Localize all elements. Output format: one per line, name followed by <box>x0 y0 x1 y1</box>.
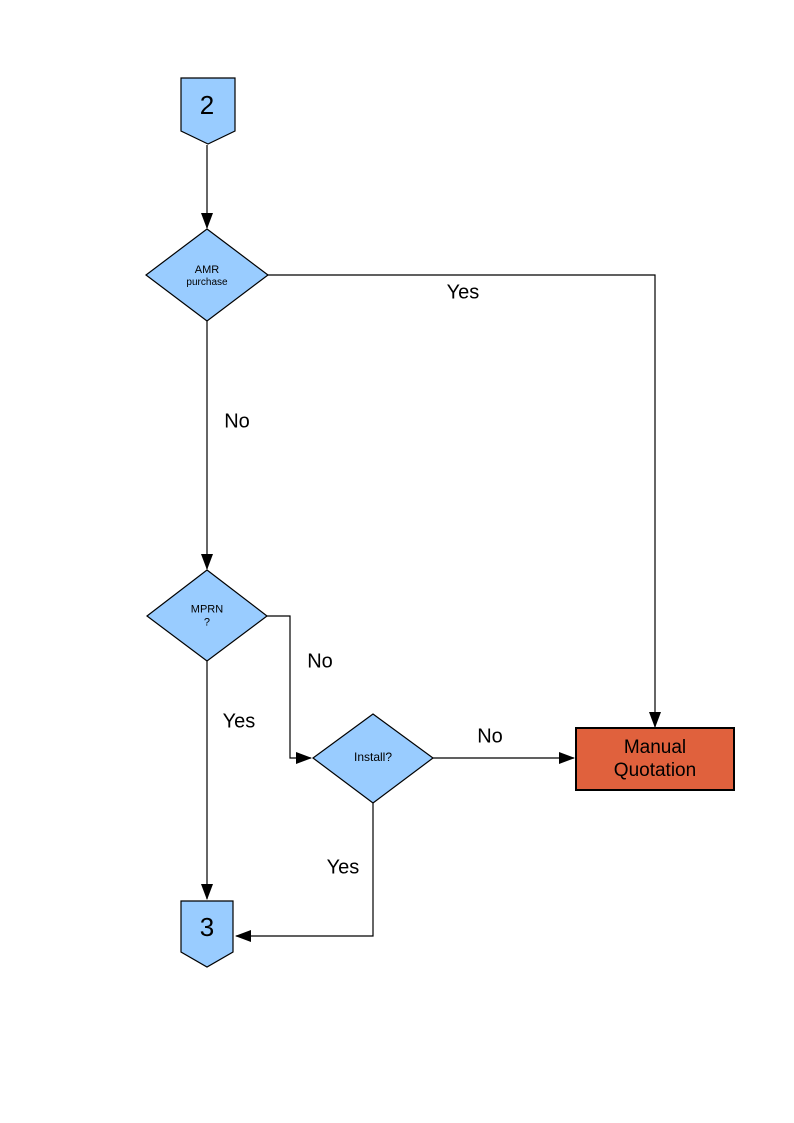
edge-label-install-yes: Yes <box>326 856 360 879</box>
mprn-label: MPRN ? <box>191 603 223 628</box>
amr-purchase-label-line2: purchase <box>186 276 228 288</box>
edge-install-yes-to-connector3 <box>235 803 374 942</box>
connector-2-label: 2 <box>199 90 215 121</box>
mprn-label-line1: MPRN <box>190 603 224 616</box>
install-label: Install? <box>353 750 393 765</box>
amr-purchase-decision-shape <box>145 228 269 322</box>
manual-quotation-label-line1: Manual <box>623 736 687 758</box>
edge-label-mprn-yes: Yes <box>222 710 256 733</box>
connector-3-label: 3 <box>199 912 215 943</box>
mprn-label-line2: ? <box>203 616 211 628</box>
manual-quotation-process-shape <box>575 727 735 791</box>
mprn-decision-shape <box>146 569 268 662</box>
edge-label-amr-yes: Yes <box>446 281 480 304</box>
manual-quotation-label-line2: Quotation <box>613 760 697 781</box>
amr-purchase-label: AMR purchase <box>186 264 227 288</box>
off-page-connector-2-shape <box>180 77 236 145</box>
install-decision-shape <box>311 713 435 804</box>
edge-label-mprn-no: No <box>307 650 333 673</box>
edge-label-amr-no: No <box>224 410 250 433</box>
edge-mprn-no-to-install <box>267 615 312 764</box>
off-page-connector-3-shape <box>180 900 234 968</box>
edge-label-install-no: No <box>477 725 503 748</box>
manual-quotation-label: Manual Quotation <box>614 736 696 782</box>
edge-amr-yes-to-manual-quotation <box>268 274 661 728</box>
amr-purchase-label-line1: AMR <box>194 263 220 276</box>
